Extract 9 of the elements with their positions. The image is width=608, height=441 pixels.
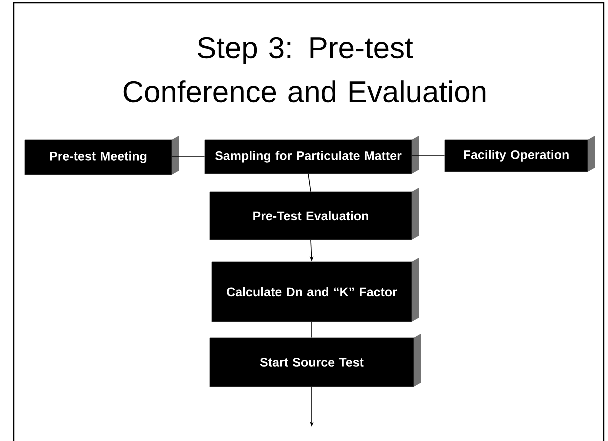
process-box: Calculate Dn and “K” Factor [212,258,419,322]
process-box: Start Source Test [210,334,421,388]
process-box: Pre-Test Evaluation [210,188,419,240]
process-box: Facility Operation [444,136,595,172]
process-box: Sampling for Particulate Matter [204,136,419,174]
connector [172,156,206,158]
title: Step 3: Pre-test Conference and Evaluation [124,37,486,103]
process-box: Pre-test Meeting [24,136,179,176]
connector [308,174,312,192]
